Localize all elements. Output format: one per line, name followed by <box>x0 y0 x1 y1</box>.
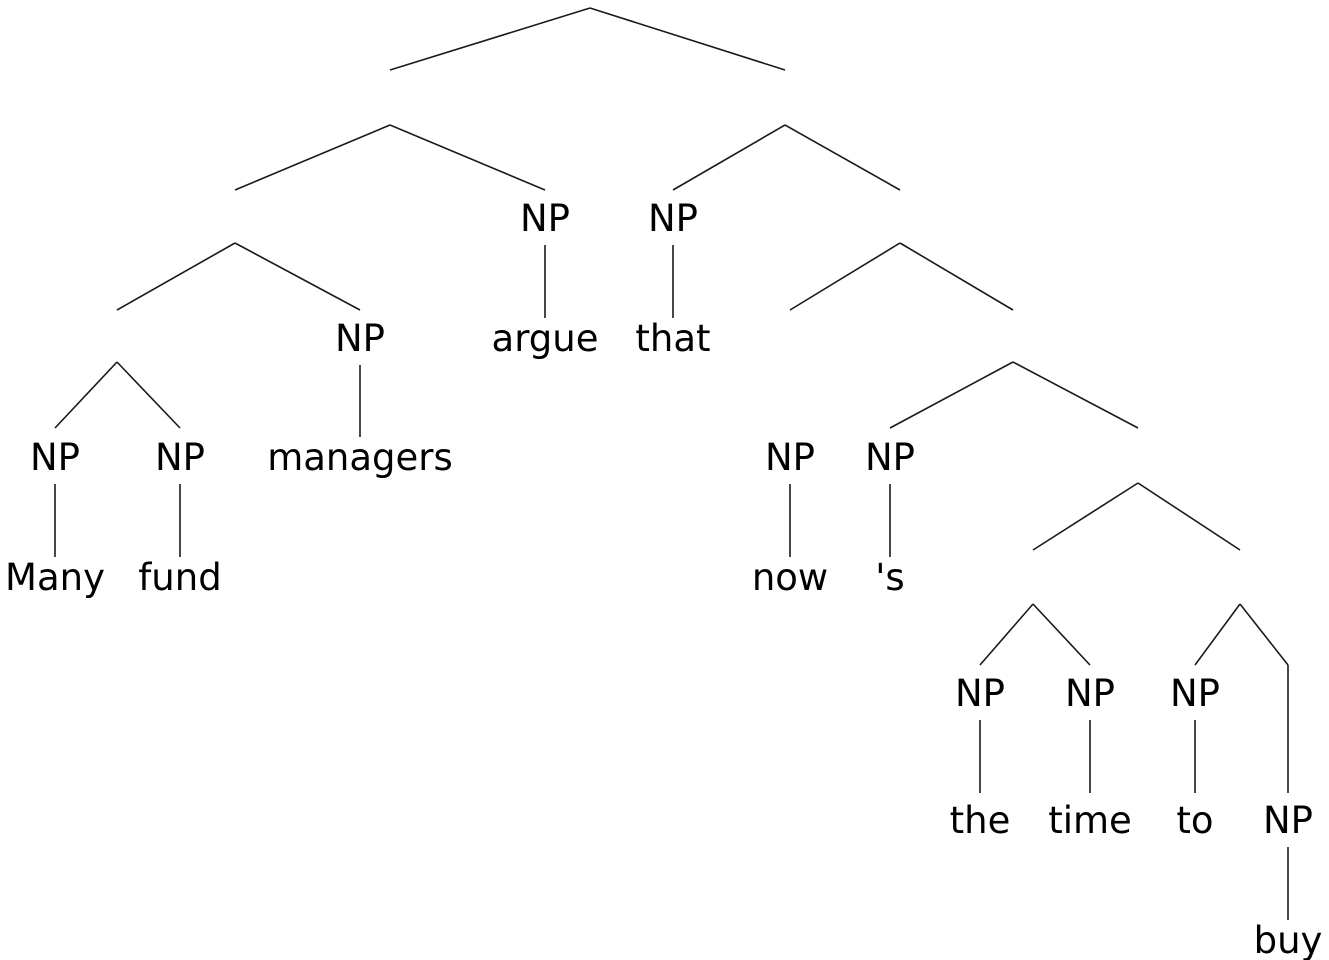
tree-edge <box>889 361 1014 429</box>
tree-node-label: NP <box>1170 672 1220 715</box>
tree-edge <box>1194 603 1241 666</box>
tree-node-label: NP <box>955 672 1005 715</box>
tree-edge <box>672 124 786 191</box>
tree-edge <box>389 7 591 71</box>
tree-node-label: NP <box>1065 672 1115 715</box>
tree-edge <box>979 603 1034 666</box>
tree-leaf-word: time <box>1048 799 1132 842</box>
tree-leaf-word: now <box>752 556 828 599</box>
tree-leaf-word: fund <box>138 556 221 599</box>
tree-node-label: NP <box>30 436 80 479</box>
tree-leaf-word: 's <box>875 556 904 599</box>
tree-leaf-word: that <box>635 317 710 360</box>
tree-edge <box>1012 361 1139 429</box>
tree-edge <box>789 242 901 311</box>
tree-node-label: NP <box>865 436 915 479</box>
tree-node-label: NP <box>765 436 815 479</box>
tree-leaf-word: Many <box>5 556 105 599</box>
tree-node-label: NP <box>1263 799 1313 842</box>
tree-leaf-word: the <box>950 799 1011 842</box>
tree-edge <box>234 124 391 191</box>
tree-edge <box>116 242 236 311</box>
tree-edge <box>54 361 118 429</box>
tree-leaf-word: managers <box>267 436 453 479</box>
tree-nodes-group: NP NP NP NP NP NP NP NP NP NP NP <box>30 197 1313 842</box>
tree-node-label: NP <box>155 436 205 479</box>
tree-edge <box>1032 482 1139 551</box>
tree-edge <box>1239 603 1289 666</box>
tree-edge <box>1032 603 1091 666</box>
tree-node-label: NP <box>335 317 385 360</box>
tree-edge <box>1137 482 1241 551</box>
tree-edges-group <box>54 7 1289 920</box>
tree-node-label: NP <box>648 197 698 240</box>
tree-node-label: NP <box>520 197 570 240</box>
tree-edge <box>116 361 181 429</box>
tree-leaf-word: to <box>1176 799 1213 842</box>
tree-leaf-word: buy <box>1254 919 1323 960</box>
tree-edge <box>589 7 786 71</box>
tree-edge <box>389 124 546 191</box>
tree-edge <box>234 242 361 311</box>
tree-edge <box>899 242 1014 311</box>
tree-leaf-word: argue <box>492 317 599 360</box>
tree-edge <box>784 124 901 191</box>
